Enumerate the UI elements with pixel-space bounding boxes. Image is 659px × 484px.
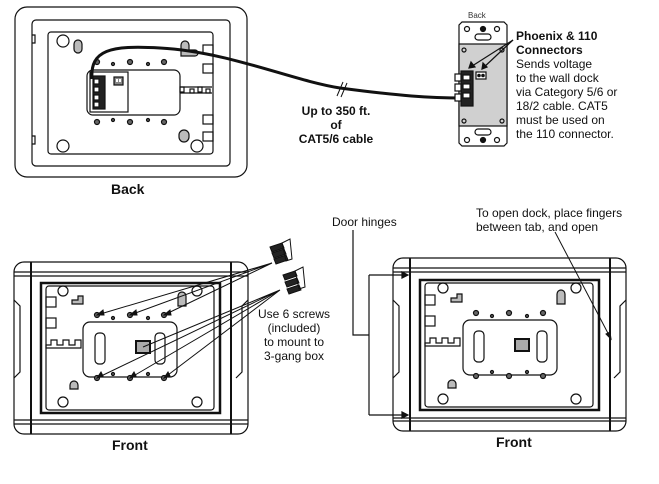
screw-arrows — [95, 262, 281, 379]
screw-group-bottom — [282, 266, 306, 295]
back-outer-frame — [14, 6, 248, 178]
open-dock-pointer — [554, 231, 612, 341]
connectors-body-line: Sends voltage — [516, 57, 593, 71]
wall-plate-back-label: Back — [468, 11, 486, 20]
screws-line: 3-gang box — [263, 349, 325, 363]
back-inner-frame — [31, 19, 231, 167]
connectors-body-line: 18/2 cable. CAT5 — [516, 99, 608, 113]
connectors-body-line: must be used on — [516, 113, 605, 127]
screws — [269, 238, 306, 295]
cable-break-mark — [336, 81, 348, 98]
connectors-annotation: Phoenix & 110 Connectors Sends voltage t… — [516, 29, 617, 141]
screws-line: to mount to — [263, 335, 325, 349]
open-dock-annotation: To open dock, place fingers between tab,… — [476, 206, 622, 234]
connectors-body-line: via Category 5/6 or — [516, 85, 618, 99]
cat-cable — [90, 45, 463, 100]
cable-length-line: Up to 350 ft. — [301, 104, 371, 118]
back-view-dock — [14, 6, 248, 178]
connector-arrows — [468, 39, 514, 70]
screws-line: (included) — [267, 321, 321, 335]
cable-length-annotation: Up to 350 ft. of CAT5/6 cable — [296, 104, 376, 146]
front-right-dock — [392, 257, 627, 432]
back-plate — [47, 31, 214, 155]
connectors-title-line: Phoenix & 110 — [516, 29, 598, 43]
screws-annotation: Use 6 screws (included) to mount to 3-ga… — [252, 307, 336, 363]
open-dock-line: To open dock, place fingers — [476, 206, 623, 220]
connectors-body-line: the 110 connector. — [516, 127, 614, 141]
front-left-dock — [13, 261, 249, 435]
screw-group-top — [269, 238, 293, 265]
mount-hole — [56, 139, 70, 153]
front-left-label: Front — [112, 437, 148, 453]
front-right-label: Front — [496, 434, 532, 450]
connectors-body-line: to the wall dock — [516, 71, 599, 85]
keyhole — [180, 40, 199, 57]
wall-plate — [454, 21, 508, 147]
110-connector — [475, 71, 487, 80]
connectors-title-line: Connectors — [516, 43, 583, 57]
cable-length-line: of — [330, 118, 342, 132]
cable-length-line: CAT5/6 cable — [298, 132, 374, 146]
keyhole — [178, 129, 190, 143]
door-hinges-label: Door hinges — [332, 215, 397, 229]
mount-hole — [190, 139, 204, 153]
screws-line: Use 6 screws — [257, 307, 331, 321]
back-view-label: Back — [111, 181, 145, 197]
keyhole — [73, 39, 83, 54]
open-dock-line: between tab, and open — [476, 220, 599, 234]
door-hinges-pointer — [352, 230, 410, 419]
mount-hole — [56, 34, 70, 48]
